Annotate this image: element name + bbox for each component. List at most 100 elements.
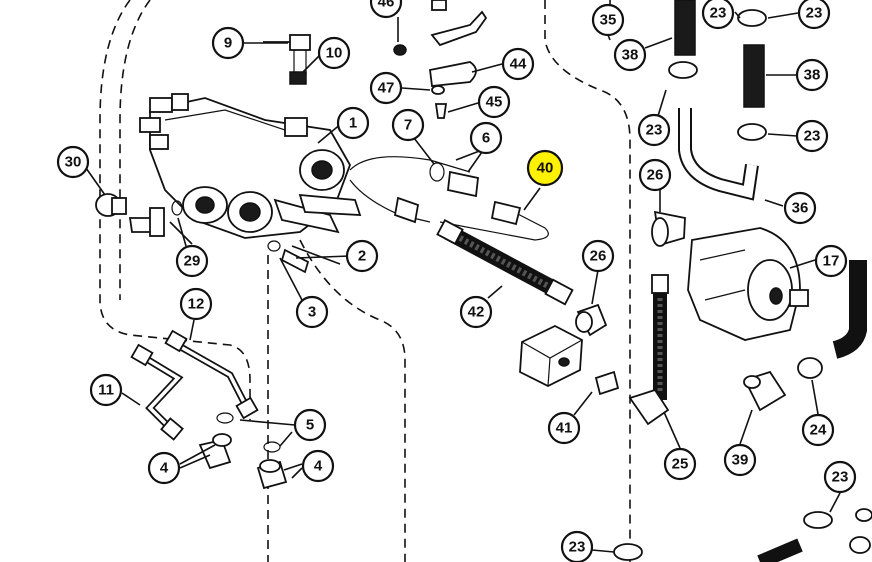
callout-23-bottom: 23 <box>560 530 594 562</box>
bottom-right-fittings <box>849 508 872 554</box>
svg-text:17: 17 <box>823 253 840 270</box>
callout-24: 24 <box>801 413 835 447</box>
callout-25: 25 <box>663 447 697 481</box>
edge-hose <box>757 260 867 562</box>
svg-text:41: 41 <box>556 420 573 437</box>
svg-text:5: 5 <box>306 417 314 434</box>
svg-text:38: 38 <box>804 67 821 84</box>
svg-text:23: 23 <box>804 128 821 145</box>
valve-body <box>139 93 362 239</box>
hydraulic-pump <box>687 227 809 341</box>
svg-text:4: 4 <box>314 458 323 475</box>
callout-12: 12 <box>179 287 213 321</box>
connector-fitting <box>267 240 310 274</box>
svg-text:26: 26 <box>590 248 607 265</box>
callout-36: 36 <box>783 191 817 225</box>
nut <box>289 71 307 85</box>
svg-text:7: 7 <box>404 117 412 134</box>
callout-1: 1 <box>336 106 370 140</box>
svg-text:38: 38 <box>622 47 639 64</box>
callout-30: 30 <box>56 145 90 179</box>
elbow-39 <box>743 370 787 412</box>
svg-text:23: 23 <box>569 539 586 556</box>
callout-45: 45 <box>477 85 511 119</box>
callout-38-top: 38 <box>613 38 647 72</box>
callout-39: 39 <box>723 443 757 477</box>
callout-41: 41 <box>547 411 581 445</box>
svg-text:23: 23 <box>806 5 823 22</box>
svg-text:10: 10 <box>326 45 343 62</box>
callout-42: 42 <box>459 295 493 329</box>
svg-text:1: 1 <box>349 115 357 132</box>
svg-text:42: 42 <box>468 304 485 321</box>
elbow-26-right <box>651 210 686 247</box>
callout-29: 29 <box>175 244 209 278</box>
callout-23-mid-right: 23 <box>795 119 829 153</box>
svg-text:30: 30 <box>65 154 82 171</box>
svg-text:35: 35 <box>600 12 617 29</box>
callout-38-right: 38 <box>795 58 829 92</box>
svg-text:11: 11 <box>98 382 114 399</box>
svg-text:39: 39 <box>732 452 749 469</box>
svg-text:4: 4 <box>160 460 169 477</box>
callout-46: 46 <box>369 0 403 19</box>
cap-fitting <box>95 193 127 217</box>
callout-7: 7 <box>391 108 425 142</box>
svg-text:2: 2 <box>358 248 366 265</box>
svg-text:23: 23 <box>646 122 663 139</box>
callout-6: 6 <box>469 121 503 155</box>
callout-5: 5 <box>293 408 327 442</box>
bracket-clamp-group <box>393 0 488 119</box>
svg-text:40: 40 <box>537 160 554 177</box>
svg-text:12: 12 <box>188 296 205 313</box>
svg-text:9: 9 <box>224 35 232 52</box>
tube-12 <box>164 329 259 420</box>
hose-clamps <box>613 9 833 561</box>
callout-26-right: 26 <box>638 158 672 192</box>
elbow-26 <box>575 303 608 337</box>
svg-text:45: 45 <box>486 94 503 111</box>
callout-23-top-right: 23 <box>797 0 831 30</box>
hose-38-mid <box>743 44 765 108</box>
callout-4-right: 4 <box>301 449 335 483</box>
svg-text:47: 47 <box>378 80 395 97</box>
callout-23-top-left: 23 <box>701 0 735 30</box>
svg-text:46: 46 <box>378 0 395 11</box>
callout-11: 11 <box>89 373 123 407</box>
callout-23-bottom-right: 23 <box>823 460 857 494</box>
callout-3: 3 <box>295 295 329 329</box>
svg-text:23: 23 <box>710 5 727 22</box>
hose-25 <box>628 274 670 426</box>
svg-text:29: 29 <box>184 253 201 270</box>
tube-36 <box>678 108 759 201</box>
hose-38-top <box>674 0 696 56</box>
elbow-fitting <box>128 200 183 237</box>
callout-44: 44 <box>501 47 535 81</box>
bolt <box>263 34 311 76</box>
svg-text:6: 6 <box>482 130 490 147</box>
tube-11 <box>130 343 184 441</box>
svg-text:25: 25 <box>672 456 689 473</box>
svg-text:24: 24 <box>810 422 827 439</box>
svg-text:44: 44 <box>510 56 527 73</box>
callout-26-middle: 26 <box>581 239 615 273</box>
callout-9: 9 <box>211 26 245 60</box>
callout-35: 35 <box>591 3 625 37</box>
fittings-4 <box>198 412 288 490</box>
callout-4-left: 4 <box>147 451 181 485</box>
svg-text:26: 26 <box>647 167 664 184</box>
hose-42 <box>436 219 574 306</box>
callout-47: 47 <box>369 71 403 105</box>
svg-text:23: 23 <box>832 469 849 486</box>
callout-2: 2 <box>345 239 379 273</box>
callout-23-mid-left: 23 <box>637 113 671 147</box>
callout-10: 10 <box>317 36 351 70</box>
manifold-block <box>519 324 620 396</box>
callout-40: 40 <box>526 149 564 187</box>
callout-17: 17 <box>814 244 848 278</box>
svg-text:36: 36 <box>792 200 809 217</box>
hose-40 <box>349 156 549 241</box>
svg-text:3: 3 <box>308 304 316 321</box>
oring-fitting-6 <box>429 162 479 198</box>
